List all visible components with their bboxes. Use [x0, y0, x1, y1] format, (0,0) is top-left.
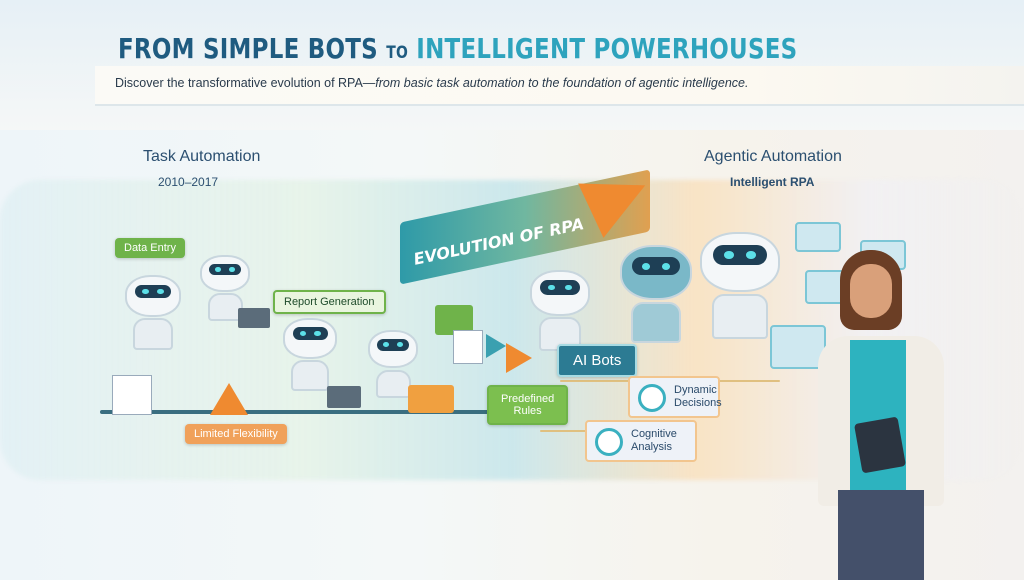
workflow-line [100, 410, 500, 414]
data-entry-tag: Data Entry [115, 238, 185, 258]
agentic-automation-heading: Agentic Automation [704, 148, 842, 165]
analysis-icon [595, 428, 623, 456]
robot-data-entry [125, 275, 181, 350]
subtitle-band [95, 66, 1024, 106]
page-title: FROM SIMPLE BOTS TO INTELLIGENT POWERHOU… [118, 32, 798, 65]
intelligent-rpa-subtitle: Intelligent RPA [730, 175, 815, 189]
ai-bots-tag: AI Bots [557, 344, 638, 377]
robot-files [368, 330, 418, 399]
ai-robot-2 [620, 245, 692, 344]
document-icon [453, 330, 483, 364]
ai-robot-1 [530, 270, 590, 352]
limited-flexibility-tag: Limited Flexibility [185, 424, 287, 444]
robot-laptop [200, 255, 250, 322]
chart-panel [770, 325, 826, 369]
decision-icon [638, 384, 666, 412]
report-generation-tag: Report Generation [273, 290, 386, 314]
task-automation-heading: Task Automation [143, 148, 261, 165]
subtitle: Discover the transformative evolution of… [115, 76, 749, 90]
task-automation-years: 2010–2017 [158, 175, 219, 189]
laptop-icon [327, 386, 361, 408]
folder-icon [408, 385, 454, 413]
robot-report [283, 318, 337, 391]
workflow-line [540, 430, 600, 432]
arrow-right-icon [486, 334, 506, 358]
warning-icon [210, 383, 248, 415]
ai-robot-3 [700, 232, 780, 339]
tablet-icon [853, 416, 907, 474]
arrow-right-icon [506, 343, 532, 373]
dashboard-panel [795, 222, 841, 252]
header-background [0, 0, 1024, 130]
document-stack-icon [112, 375, 152, 415]
laptop-icon [238, 308, 270, 328]
presenter-woman [800, 250, 960, 580]
